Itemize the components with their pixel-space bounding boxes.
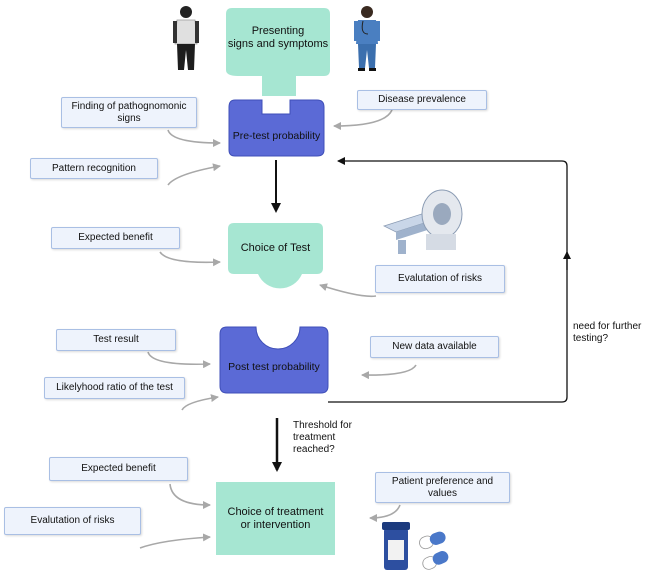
posttest-node [219, 326, 329, 394]
label-patient-preference: Patient preference and values [375, 472, 510, 503]
arrow-risks-2 [139, 533, 211, 549]
label-disease-prevalence: Disease prevalence [357, 90, 487, 110]
presenting-label: Presenting signs and symptoms [227, 25, 329, 50]
pretest-node [228, 99, 325, 157]
medication-icon [382, 522, 449, 570]
label-pattern-recognition: Pattern recognition [30, 158, 158, 179]
threshold-annotation: Threshold for treatment reached? [293, 420, 352, 455]
label-expected-benefit-2: Expected benefit [49, 457, 188, 481]
presenting-node [226, 8, 330, 96]
arrow-pathognomonic [167, 129, 221, 147]
grey-arrows [139, 109, 417, 549]
arrow-benefit-2 [169, 483, 211, 509]
feedback-loop-line [328, 157, 568, 403]
arrow-risks-1 [319, 283, 377, 298]
ct-scanner-icon [382, 189, 463, 254]
arrow-likelihood [181, 394, 219, 411]
choice-test-label: Choice of Test [240, 241, 311, 254]
arrow-benefit-1 [159, 251, 221, 267]
pretest-label: Pre-test probability [232, 129, 321, 142]
arrow-pattern [167, 163, 221, 186]
treatment-node [216, 482, 335, 555]
posttest-label: Post test probability [228, 360, 320, 373]
arrow-patient-pref [369, 504, 401, 522]
treatment-label: Choice of treatment or intervention [227, 505, 324, 531]
label-test-result: Test result [56, 329, 176, 351]
further-testing-annotation: need for further testing? [573, 321, 642, 344]
arrow-new-data [361, 364, 417, 380]
arrow-prevalence [333, 109, 393, 130]
patient-figure-icon [173, 6, 199, 70]
label-likelihood-ratio: Likelyhood ratio of the test [44, 377, 185, 399]
doctor-figure-icon [354, 6, 380, 71]
label-new-data: New data available [370, 336, 499, 358]
label-expected-benefit-1: Expected benefit [51, 227, 180, 249]
choice-test-node [228, 223, 323, 289]
label-evaluation-risks-1: Evalutation of risks [375, 265, 505, 293]
label-pathognomonic: Finding of pathognomonic signs [61, 97, 197, 128]
arrow-test-result [147, 351, 211, 369]
label-evaluation-risks-2: Evalutation of risks [4, 507, 141, 535]
